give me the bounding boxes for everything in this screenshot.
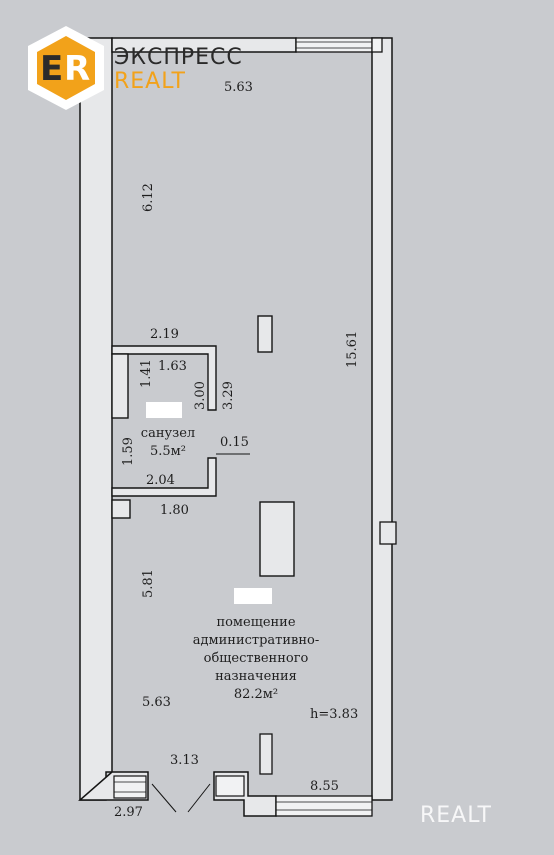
bathroom-inner-partition	[111, 353, 129, 419]
dim-bottom-left-small: 2.97	[114, 805, 143, 820]
column-box	[111, 499, 131, 519]
dim-bath-left-lower: 1.59	[121, 437, 136, 466]
bottom-entrance-window	[215, 775, 245, 797]
dim-bottom-left-width: 5.63	[142, 695, 171, 710]
entrance-pillar	[259, 733, 273, 775]
bathroom-walls	[111, 345, 217, 519]
logo-letter-e: E	[40, 49, 63, 89]
dim-bath-left: 1.41	[139, 359, 154, 388]
logo-letter-r: R	[64, 49, 90, 89]
dim-bath-bottom-outer: 1.80	[160, 503, 189, 518]
dim-left-lower: 5.81	[141, 569, 156, 598]
dim-bottom-right: 8.55	[310, 779, 339, 794]
entrance-door	[151, 783, 211, 813]
main-room-area: 82.2м²	[234, 687, 278, 702]
main-room-line2: административно-	[193, 633, 319, 648]
column-lower	[259, 501, 295, 577]
dim-bath-top-inner: 1.63	[158, 359, 187, 374]
dim-entrance-width: 3.13	[170, 753, 199, 768]
main-room-line3: общественного	[204, 651, 309, 666]
redaction-box-bathroom	[146, 402, 182, 418]
bathroom-bottom-wall	[111, 457, 217, 497]
main-room-line1: помещение	[216, 615, 295, 630]
right-wall-niche	[379, 521, 397, 545]
dim-left-upper: 6.12	[141, 183, 156, 212]
logo-text-bottom: REALT	[114, 69, 186, 94]
main-room-line4: назначения	[215, 669, 297, 684]
column-upper	[257, 315, 273, 353]
dim-right-length: 15.61	[345, 331, 360, 368]
bottom-left-window	[113, 775, 147, 799]
bathroom-area: 5.5м²	[150, 444, 186, 459]
left-wall	[79, 37, 113, 801]
right-wall	[371, 37, 393, 801]
realt-watermark: REALT	[420, 803, 492, 828]
bottom-window	[275, 795, 373, 817]
redaction-box-main	[234, 588, 272, 604]
dim-bath-outer-height: 3.29	[221, 381, 236, 410]
logo-hexagon-inner	[37, 36, 95, 100]
dim-bath-inner-height: 3.00	[193, 381, 208, 410]
dim-bath-bottom-inner: 2.04	[146, 473, 175, 488]
logo-text-top: ЭКСПРЕСС	[114, 45, 243, 70]
brand-logo: E R ЭКСПРЕСС REALT	[28, 26, 243, 110]
ceiling-height: h=3.83	[310, 707, 358, 722]
dim-bath-offset: 0.15	[220, 435, 249, 450]
bathroom-name: санузел	[141, 426, 195, 441]
top-window	[295, 37, 383, 53]
dim-top-width: 5.63	[224, 80, 253, 95]
dim-bath-top-outer: 2.19	[150, 327, 179, 342]
